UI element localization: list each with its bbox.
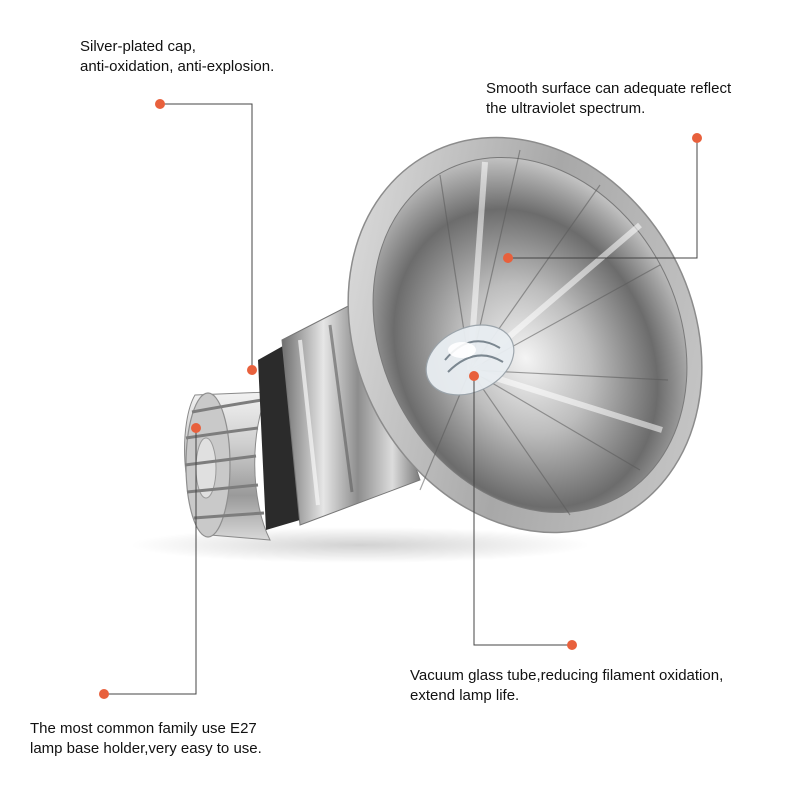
callout-silver-cap: Silver-plated cap, anti-oxidation, anti-… xyxy=(80,37,274,77)
callout-e27-base-line2: lamp base holder,very easy to use. xyxy=(30,740,262,757)
callout-vacuum-tube: Vacuum glass tube,reducing filament oxid… xyxy=(410,666,723,706)
aluminum-neck xyxy=(281,299,421,526)
e27-screw-base xyxy=(184,391,271,541)
leader-line-base xyxy=(104,428,197,695)
leader-line-surface xyxy=(508,138,698,259)
callout-silver-cap-line1: Silver-plated cap, xyxy=(80,38,196,55)
callout-vacuum-tube-line1: Vacuum glass tube,reducing filament oxid… xyxy=(410,667,724,684)
leader-line-vacuum xyxy=(473,376,572,646)
marker-dot-surface xyxy=(503,253,513,263)
callout-e27-base-line1: The most common family use E27 xyxy=(30,720,257,737)
floor-shadow xyxy=(130,527,590,563)
marker-dot-vacuum xyxy=(469,371,479,381)
marker-dot-vacuum-label xyxy=(567,640,577,650)
callout-vacuum-tube-line2: extend lamp life. xyxy=(410,687,520,704)
callout-smooth-surface-line2: the ultraviolet spectrum. xyxy=(486,100,646,117)
marker-dot-cap xyxy=(247,365,257,375)
marker-dot-base-label xyxy=(99,689,109,699)
callout-smooth-surface-line1: Smooth surface can adequate reflect xyxy=(486,80,732,97)
callout-e27-base: The most common family use E27 lamp base… xyxy=(30,719,262,759)
callout-silver-cap-line2: anti-oxidation, anti-explosion. xyxy=(80,58,275,75)
marker-dot-surface-label xyxy=(692,133,702,143)
marker-dots xyxy=(99,99,702,699)
marker-dot-base xyxy=(191,423,201,433)
leader-line-cap xyxy=(160,103,253,370)
leader-lines xyxy=(104,103,698,695)
callout-smooth-surface: Smooth surface can adequate reflect the … xyxy=(486,79,731,119)
reflector-cup xyxy=(347,136,703,534)
marker-dot-cap-label xyxy=(155,99,165,109)
halogen-capsule xyxy=(425,324,515,396)
